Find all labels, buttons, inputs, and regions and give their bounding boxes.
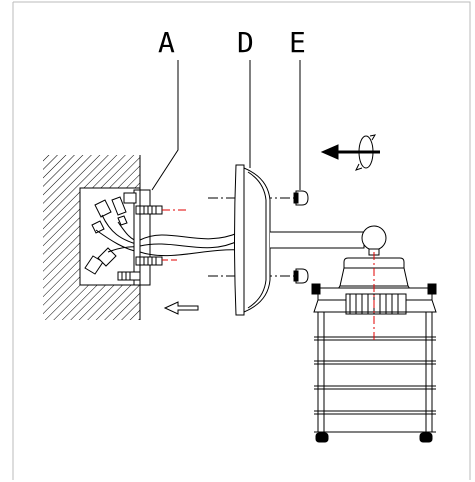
lamp-arm [270, 225, 387, 251]
lantern-top [311, 283, 437, 315]
canopy [234, 164, 271, 316]
label-a: A [158, 26, 175, 59]
supply-wires [139, 231, 241, 257]
rotation-arrow [320, 134, 380, 171]
lantern-cage [314, 311, 436, 433]
wall [43, 155, 141, 320]
cap-nuts [293, 190, 309, 284]
label-e: E [289, 26, 306, 59]
junction-box [79, 187, 141, 286]
leader-lines [151, 60, 301, 191]
mounting-plate [133, 189, 151, 286]
push-arrow [163, 301, 199, 315]
figure-frame [12, 1, 471, 480]
label-d: D [237, 26, 254, 59]
lantern-feet [315, 432, 433, 443]
